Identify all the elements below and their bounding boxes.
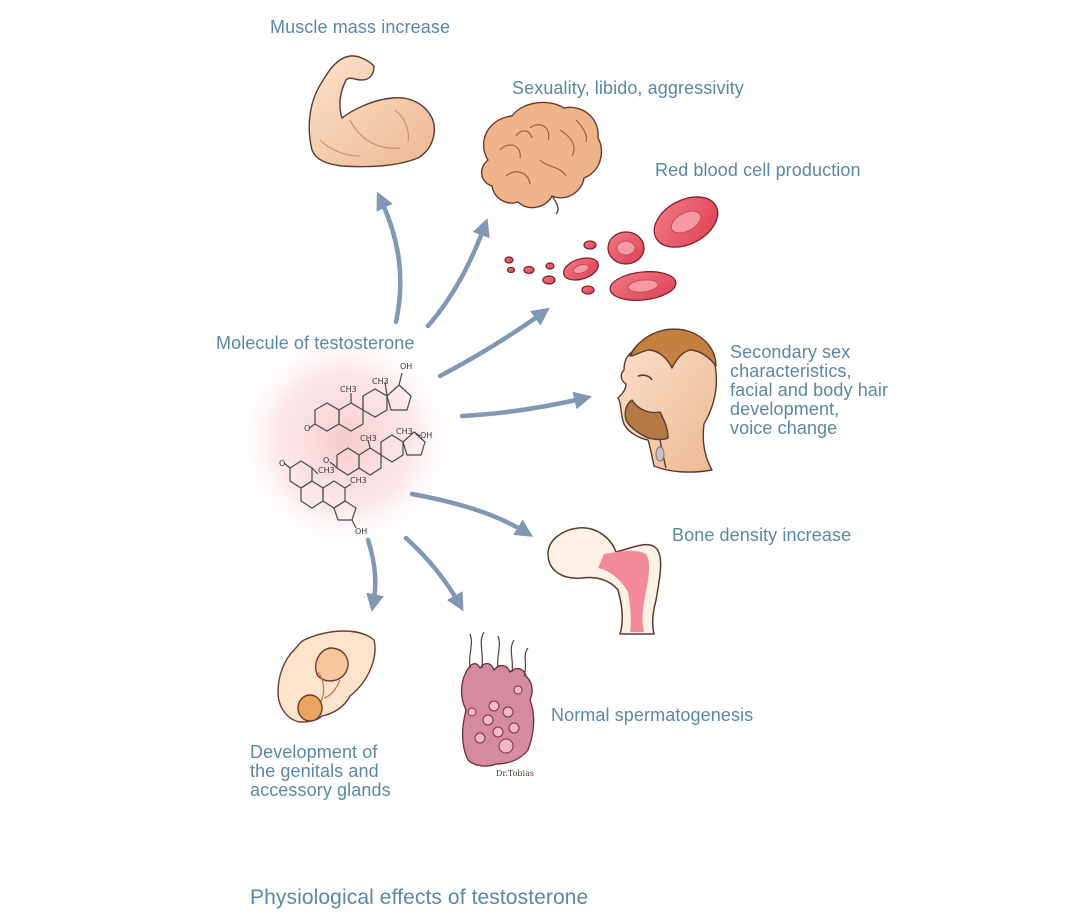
molecule-glow <box>230 325 460 555</box>
svg-text:O: O <box>279 459 285 468</box>
svg-text:OH: OH <box>355 527 367 536</box>
label-secondary-line-1: Secondary sex <box>730 342 851 362</box>
label-secondary-line-5: voice change <box>730 418 838 438</box>
label-genitals-line-2: the genitals and <box>250 761 379 781</box>
svg-text:CH3: CH3 <box>318 466 335 475</box>
label-secondary-sex: Secondary sex characteristics, facial an… <box>730 343 888 438</box>
testosterone-molecule-icon <box>283 372 426 529</box>
label-genitals-line-1: Development of <box>250 742 378 762</box>
male-reproductive-organs-icon <box>277 630 376 723</box>
svg-text:O: O <box>323 456 329 465</box>
label-molecule: Molecule of testosterone <box>216 333 415 353</box>
label-genitals: Development of the genitals and accessor… <box>250 743 391 800</box>
label-bone-density: Bone density increase <box>672 525 852 545</box>
arrow-to-brain <box>425 218 490 329</box>
label-secondary-line-4: development, <box>730 399 840 419</box>
arrow-to-blood <box>437 307 550 379</box>
svg-text:CH3: CH3 <box>396 427 413 436</box>
molecule-atom-labels: O CH3 OH CH3 O CH3 OH CH3 O CH3 CH3 OH <box>279 362 432 536</box>
svg-text:OH: OH <box>420 431 432 440</box>
label-secondary-line-3: facial and body hair <box>730 380 889 400</box>
arrow-to-genitals <box>365 537 384 613</box>
label-genitals-line-3: accessory glands <box>250 780 391 800</box>
arrow-to-bone <box>409 491 534 537</box>
label-secondary-line-2: characteristics, <box>730 361 852 381</box>
effect-arrows <box>365 191 593 613</box>
svg-text:OH: OH <box>400 362 412 371</box>
seminiferous-tubule-icon: Dr.Tobias <box>460 631 535 778</box>
bearded-man-profile-icon <box>617 328 718 473</box>
figure-caption: Physiological effects of testosterone <box>250 886 589 909</box>
svg-text:O: O <box>304 424 310 433</box>
label-muscle-mass: Muscle mass increase <box>270 17 451 37</box>
arrow-to-face <box>459 391 593 419</box>
femur-bone-icon <box>547 527 662 635</box>
arrow-to-muscle <box>376 191 403 325</box>
svg-text:CH3: CH3 <box>372 377 389 386</box>
svg-text:Dr.Tobias: Dr.Tobias <box>496 769 534 778</box>
label-red-blood-cells: Red blood cell production <box>655 160 861 180</box>
label-sexuality: Sexuality, libido, aggressivity <box>512 78 744 98</box>
svg-text:CH3: CH3 <box>360 434 377 443</box>
red-blood-cells-icon <box>504 196 719 301</box>
svg-text:CH3: CH3 <box>350 476 367 485</box>
flexed-arm-icon <box>308 55 436 168</box>
label-spermatogenesis: Normal spermatogenesis <box>551 705 754 725</box>
arrow-to-sperm <box>403 535 464 612</box>
svg-text:CH3: CH3 <box>340 385 357 394</box>
brain-icon <box>481 101 603 215</box>
